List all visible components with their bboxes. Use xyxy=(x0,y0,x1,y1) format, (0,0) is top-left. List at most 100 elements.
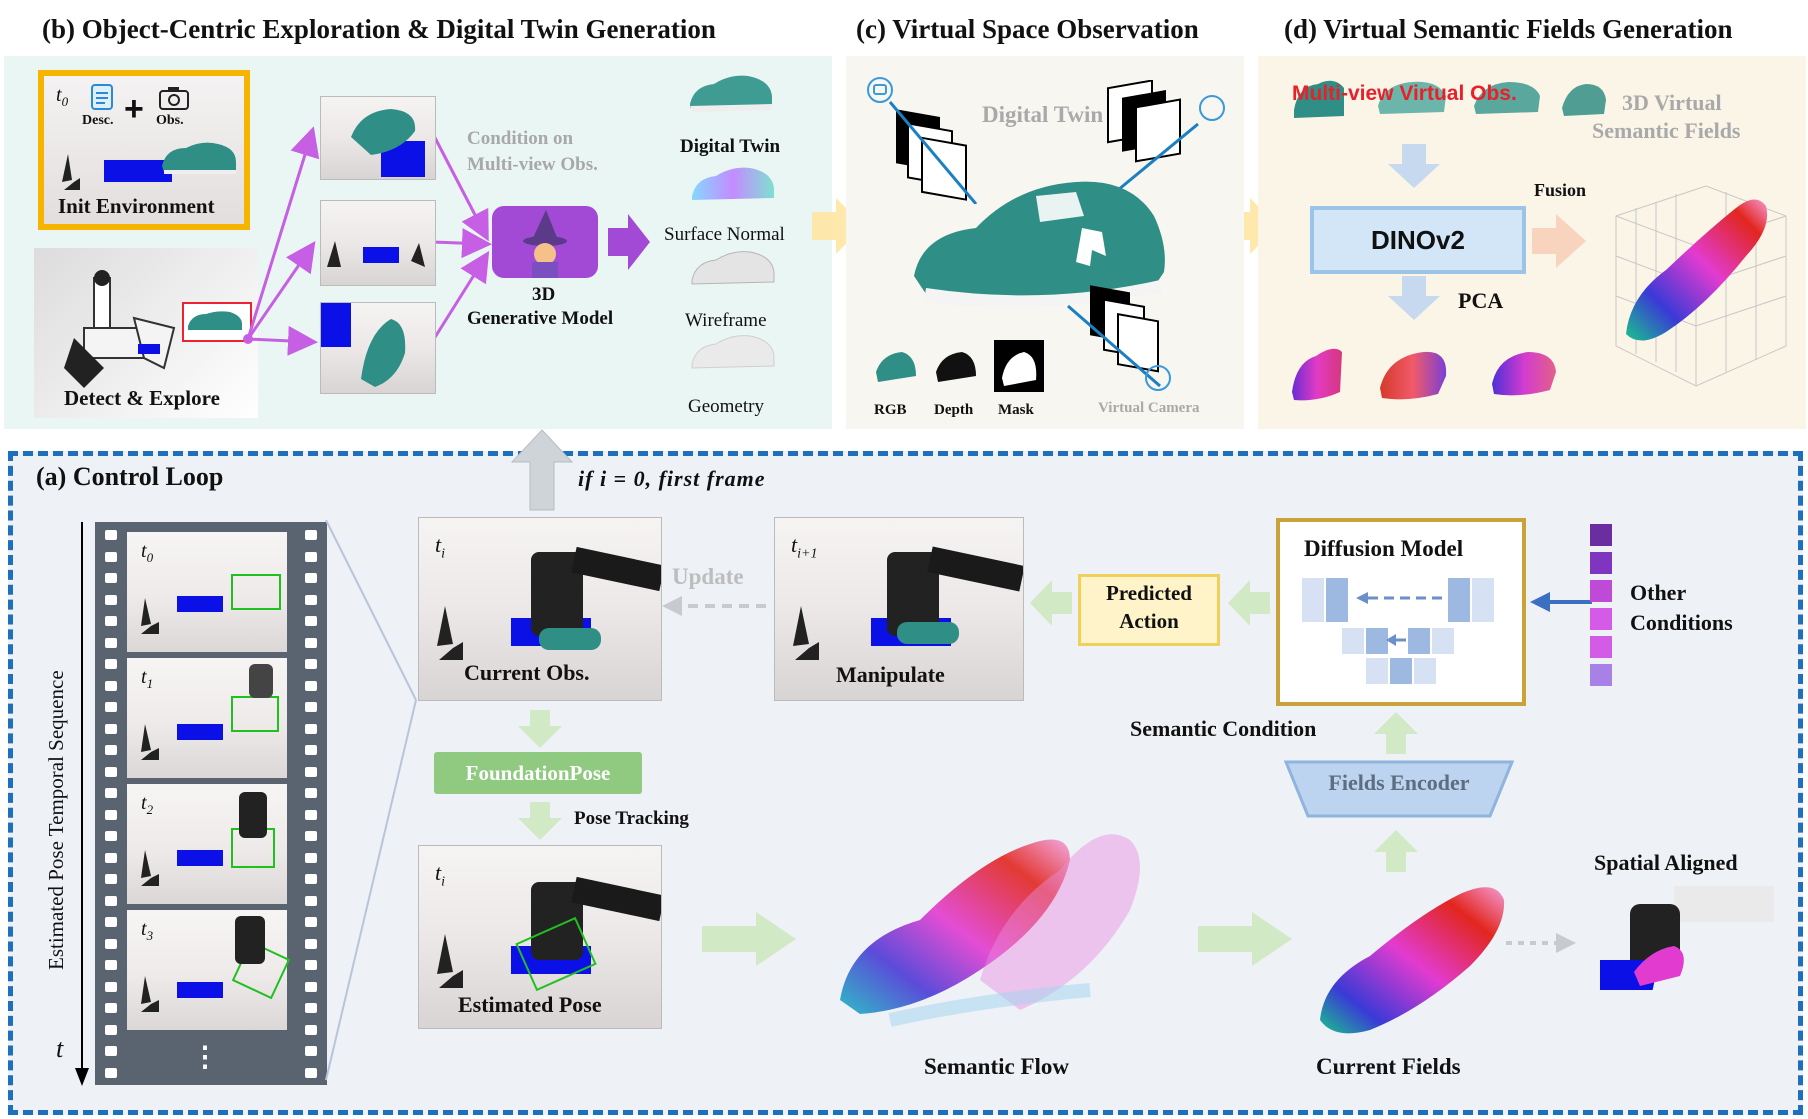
control-loop-title: (a) Control Loop xyxy=(36,462,224,491)
film-sprocket-hole xyxy=(305,981,317,992)
diffusion-to-action-arrow xyxy=(1228,580,1270,626)
film-sprocket-hole xyxy=(105,1067,117,1078)
foundationpose-box: FoundationPose xyxy=(434,752,642,794)
section-d-title: (d) Virtual Semantic Fields Generation xyxy=(1284,14,1733,44)
film-sprocket-hole xyxy=(105,616,117,626)
unet-diagram xyxy=(1302,578,1494,684)
output-surface-normal: Surface Normal xyxy=(664,224,785,245)
depth-thumbnail xyxy=(932,342,980,390)
film-frame-3: t3 xyxy=(127,910,291,1030)
film-sprocket-hole xyxy=(305,766,317,777)
condition-label-1: Condition on xyxy=(467,128,574,149)
semantic-condition-label: Semantic Condition xyxy=(1130,716,1317,741)
film-frame-1: t1 xyxy=(127,658,287,778)
update-arrow xyxy=(662,596,766,616)
dinov2-box: DINOv2 xyxy=(1310,206,1526,274)
film-sprocket-hole xyxy=(105,573,117,583)
diffusion-model-label: Diffusion Model xyxy=(1304,536,1464,561)
multiview-virtual-obs-label: Multi-view Virtual Obs. xyxy=(1292,82,1517,105)
estimated-pose-label: Estimated Pose xyxy=(458,992,602,1017)
film-sprocket-hole xyxy=(105,960,117,970)
film-frame-2: t2 xyxy=(127,784,287,904)
film-sprocket-hole xyxy=(305,831,317,841)
explore-arrows xyxy=(243,126,492,356)
multiview-photo-3 xyxy=(320,302,436,394)
fields-title-2: Semantic Fields xyxy=(1592,118,1741,143)
desc-label: Desc. xyxy=(82,113,114,128)
current-obs-label: Current Obs. xyxy=(464,660,590,685)
robot-image xyxy=(64,270,176,388)
fusion-arrow xyxy=(1532,214,1586,268)
b-to-c-arrow xyxy=(812,198,864,254)
encoder-to-diffusion-arrow xyxy=(1374,712,1418,754)
fields-to-encoder-arrow xyxy=(1374,830,1418,872)
film-sprocket-hole xyxy=(105,852,117,863)
film-sprocket-hole xyxy=(105,874,117,884)
obs-label: Obs. xyxy=(156,113,184,128)
film-sprocket-hole xyxy=(105,917,117,927)
time-axis-t: t xyxy=(56,1034,64,1063)
film-sprocket-hole xyxy=(305,895,317,906)
film-sprocket-hole xyxy=(305,637,317,648)
update-label: Update xyxy=(672,564,744,589)
film-sprocket-hole xyxy=(305,1003,317,1013)
manipulate-label: Manipulate xyxy=(836,662,945,687)
film-sprocket-hole xyxy=(305,874,317,884)
film-sprocket-hole xyxy=(105,895,117,906)
pca-label: PCA xyxy=(1458,288,1504,313)
virtual-camera-stack-bottom xyxy=(1067,285,1171,391)
other-conditions-label-2: Conditions xyxy=(1630,610,1733,635)
rgb-label: RGB xyxy=(874,402,907,418)
spatial-aligned-image xyxy=(1600,886,1774,990)
init-environment-label: Init Environment xyxy=(58,194,215,218)
spatial-aligned-label: Spatial Aligned xyxy=(1594,850,1738,875)
film-sprocket-hole xyxy=(305,1067,317,1078)
current-fields-pointcloud xyxy=(1320,887,1505,1034)
film-sprocket-hole xyxy=(105,745,117,755)
film-sprocket-hole xyxy=(305,702,317,712)
film-sprocket-hole xyxy=(305,551,317,562)
detect-explore-label: Detect & Explore xyxy=(64,386,220,410)
film-sprocket-hole xyxy=(305,1024,317,1035)
pose-tracking-label: Pose Tracking xyxy=(574,808,689,829)
zoom-lines xyxy=(325,520,417,1081)
document-icon xyxy=(91,84,113,110)
film-sprocket-hole xyxy=(105,702,117,712)
fields-title-1: 3D Virtual xyxy=(1622,90,1722,115)
fusion-label: Fusion xyxy=(1534,180,1587,200)
multiview-shoes xyxy=(1288,66,1608,122)
film-sprocket-hole xyxy=(305,852,317,863)
mask-label: Mask xyxy=(998,402,1034,418)
panel-d: Multi-view Virtual Obs. 3D Virtual Seman… xyxy=(1258,56,1806,429)
output-geometry: Geometry xyxy=(688,396,764,417)
detected-shoe-box xyxy=(182,302,252,342)
film-sprocket-hole xyxy=(105,1024,117,1035)
multiview-photo-2 xyxy=(320,200,436,286)
condition-label-2: Multi-view Obs. xyxy=(467,154,598,175)
virtual-camera-label: Virtual Camera xyxy=(1098,400,1200,416)
fields-to-aligned-arrow xyxy=(1506,933,1576,953)
generative-output-arrow xyxy=(608,214,650,270)
other-conditions-arrow xyxy=(1530,592,1592,612)
plus-sign: + xyxy=(124,90,144,128)
shoe-image xyxy=(162,142,236,174)
wizard-icon xyxy=(523,210,567,278)
section-b-title: (b) Object-Centric Exploration & Digital… xyxy=(42,14,716,44)
film-sprocket-hole xyxy=(105,551,117,562)
gripper-silhouette xyxy=(62,154,80,190)
init-environment-box: t0 Desc. + Obs. Init Environment xyxy=(38,70,250,230)
semantic-flow-label: Semantic Flow xyxy=(924,1054,1070,1079)
film-sprocket-hole xyxy=(305,745,317,755)
film-sprocket-hole xyxy=(305,530,317,540)
obs-to-foundationpose-arrow xyxy=(518,710,562,748)
estimated-pose-image: ti xyxy=(418,845,662,1029)
gen-model-label-1: 3D xyxy=(532,284,556,305)
film-sprocket-hole xyxy=(105,659,117,669)
semantic-flow-pointcloud xyxy=(840,834,1140,1027)
mask-thumbnail xyxy=(994,340,1044,392)
film-sprocket-hole xyxy=(305,960,317,970)
first-frame-condition: if i = 0, first frame xyxy=(578,466,766,491)
film-continuation-dots: ⋮ xyxy=(191,1042,219,1073)
action-to-manipulate-arrow xyxy=(1030,580,1072,626)
diffusion-model-box: Diffusion Model xyxy=(1276,518,1526,706)
